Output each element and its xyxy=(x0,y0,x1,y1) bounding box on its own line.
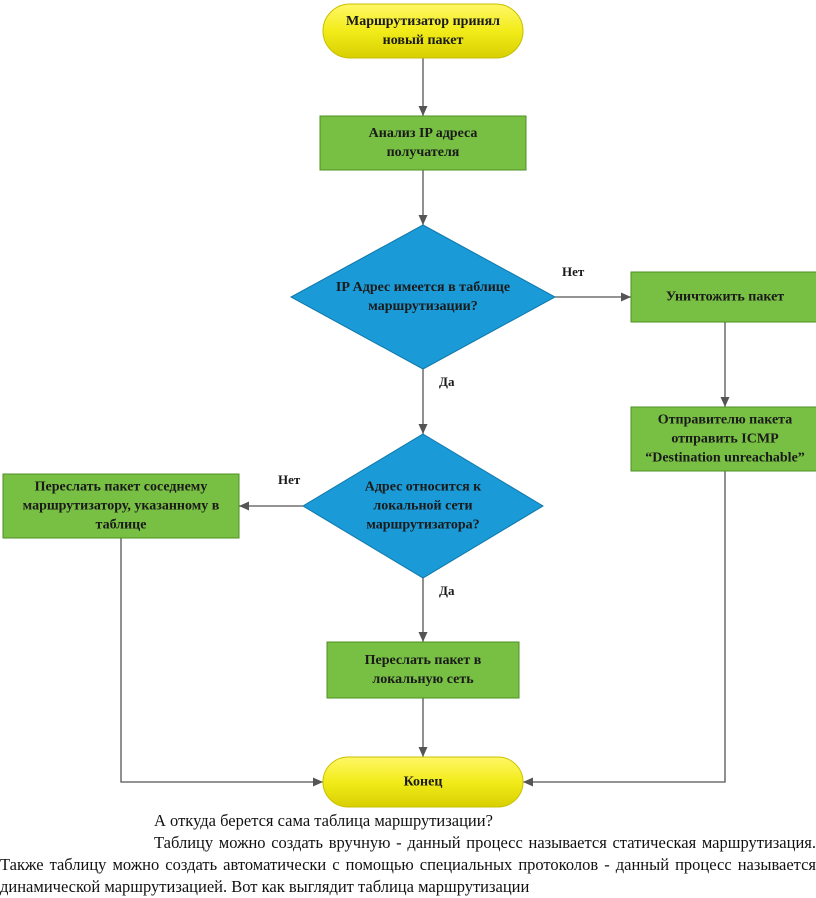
arrowhead xyxy=(418,215,428,225)
arrowhead xyxy=(523,777,533,787)
terminal-shape xyxy=(322,756,524,808)
node-label-line: маршрутизатору, указанному в xyxy=(23,499,220,514)
question-line: А откуда берется сама таблица маршрутиза… xyxy=(154,811,493,830)
edge-label: Да xyxy=(439,583,455,598)
decision-diamond xyxy=(302,433,544,579)
edge-forward-local-to-end xyxy=(418,698,428,757)
process-box xyxy=(326,641,520,699)
arrowhead xyxy=(239,501,249,511)
edge-analyze-to-in-table xyxy=(418,170,428,225)
edge-destroy-to-icmp xyxy=(720,322,730,407)
terminal-shape xyxy=(322,3,524,59)
node-forward-local: Переслать пакет в локальную сеть xyxy=(326,641,520,699)
decision-diamond xyxy=(289,224,557,370)
edge-start-to-analyze xyxy=(418,58,428,116)
edge-label: Нет xyxy=(562,264,585,279)
process-box xyxy=(319,115,527,171)
process-box xyxy=(630,271,816,323)
node-label-line: Маршрутизатор принял xyxy=(346,14,500,29)
edge-line xyxy=(523,471,726,783)
edge-local-to-forward-neighbor xyxy=(239,501,303,511)
node-label-line: таблице xyxy=(96,518,147,533)
body-text: А откуда берется сама таблица маршрутиза… xyxy=(0,810,816,898)
edge-local-to-forward-local xyxy=(418,578,428,642)
node-label-line: Анализ IP адреса xyxy=(369,126,478,141)
process-box xyxy=(2,473,240,539)
node-label-line: локальную сеть xyxy=(372,672,474,687)
edge-forward-neighbor-to-end xyxy=(120,538,323,787)
edge-icmp-to-end xyxy=(523,471,726,787)
node-forward-neighbor: Переслать пакет соседнему маршрутизатору,… xyxy=(2,473,240,539)
node-in-table: IP Адрес имеется в таблице маршрутизации? xyxy=(289,224,557,370)
node-local: Адрес относится к локальной сети маршрутиз… xyxy=(302,433,544,579)
edge-label: Да xyxy=(439,374,455,389)
node-label-line: маршрутизации? xyxy=(368,299,477,314)
node-label-line: Конец xyxy=(404,775,443,790)
node-label-line: маршрутизатора? xyxy=(366,518,479,533)
node-icmp: Отправителю пакета отправить ICMP “Destina… xyxy=(630,406,816,472)
node-label-line: Переслать пакет в xyxy=(365,653,482,668)
node-label-line: отправить ICMP xyxy=(671,432,779,447)
node-start: Маршрутизатор принял новый пакет xyxy=(322,3,524,59)
node-label-line: локальной сети xyxy=(373,499,472,514)
node-label-line: “Destination unreachable” xyxy=(645,451,805,466)
arrowhead xyxy=(418,632,428,642)
arrowhead xyxy=(720,397,730,407)
node-label-line: новый пакет xyxy=(383,33,464,48)
arrowhead xyxy=(418,747,428,757)
node-end: Конец xyxy=(322,756,524,808)
explanation-paragraph: Таблицу можно создать вручную - данный п… xyxy=(0,833,816,896)
arrowhead xyxy=(418,106,428,116)
node-label-line: Адрес относится к xyxy=(365,480,482,495)
node-label-line: Отправителю пакета xyxy=(658,413,792,428)
edge-in-table-to-local xyxy=(418,369,428,434)
node-label-line: IP Адрес имеется в таблице xyxy=(336,280,510,295)
node-label-line: Переслать пакет соседнему xyxy=(35,480,208,495)
edge-in-table-to-destroy xyxy=(555,292,631,302)
node-destroy: Уничтожить пакет xyxy=(630,271,816,323)
node-label-line: получателя xyxy=(387,145,460,160)
edge-label: Нет xyxy=(278,472,301,487)
arrowhead xyxy=(418,424,428,434)
process-box xyxy=(630,406,816,472)
arrowhead xyxy=(621,292,631,302)
node-analyze: Анализ IP адреса получателя xyxy=(319,115,527,171)
node-label-line: Уничтожить пакет xyxy=(666,290,784,305)
edge-line xyxy=(120,538,323,783)
arrowhead xyxy=(313,777,323,787)
